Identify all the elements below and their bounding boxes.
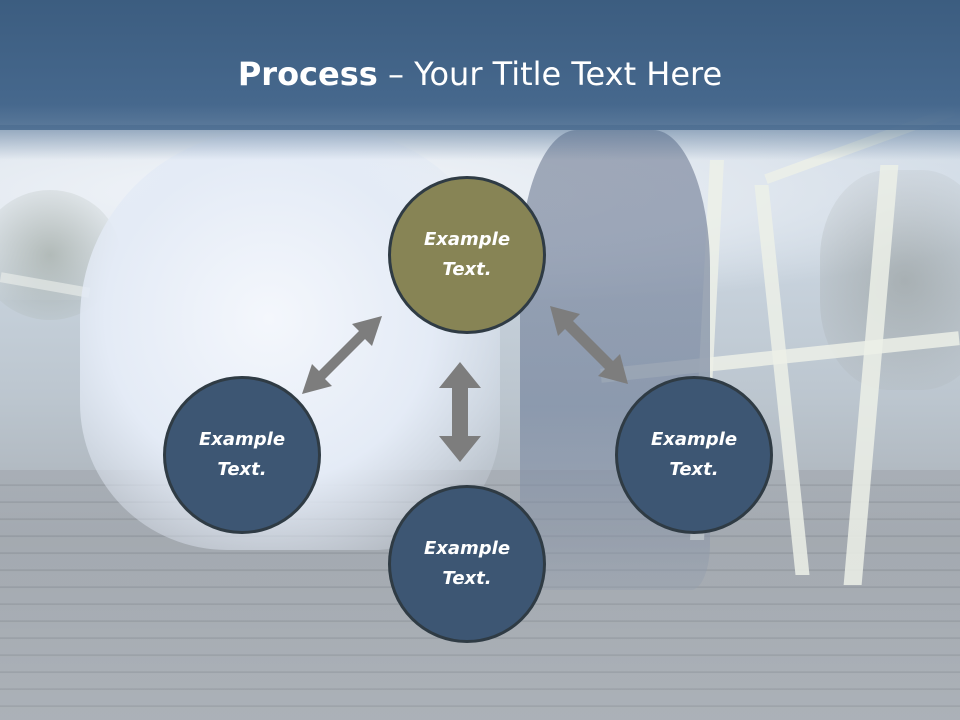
double-arrow-top-left bbox=[302, 316, 382, 394]
process-node-right[interactable]: Example Text. bbox=[615, 376, 773, 534]
double-arrow-top-bottom bbox=[439, 362, 481, 462]
process-node-center[interactable]: Example Text. bbox=[388, 176, 546, 334]
title-banner bbox=[0, 0, 960, 130]
arrow-group bbox=[302, 306, 628, 462]
slide-title-rest: – Your Title Text Here bbox=[377, 55, 723, 93]
title-banner-fade bbox=[0, 125, 960, 160]
process-node-left[interactable]: Example Text. bbox=[163, 376, 321, 534]
slide-title: Process – Your Title Text Here bbox=[0, 52, 960, 96]
process-node-center-label: Example Text. bbox=[423, 229, 511, 280]
double-arrow-top-right bbox=[550, 306, 628, 384]
process-node-bottom[interactable]: Example Text. bbox=[388, 485, 546, 643]
process-node-right-label: Example Text. bbox=[650, 429, 738, 480]
process-node-bottom-label: Example Text. bbox=[423, 538, 511, 589]
slide-title-bold: Process bbox=[237, 55, 378, 93]
process-node-left-label: Example Text. bbox=[198, 429, 286, 480]
